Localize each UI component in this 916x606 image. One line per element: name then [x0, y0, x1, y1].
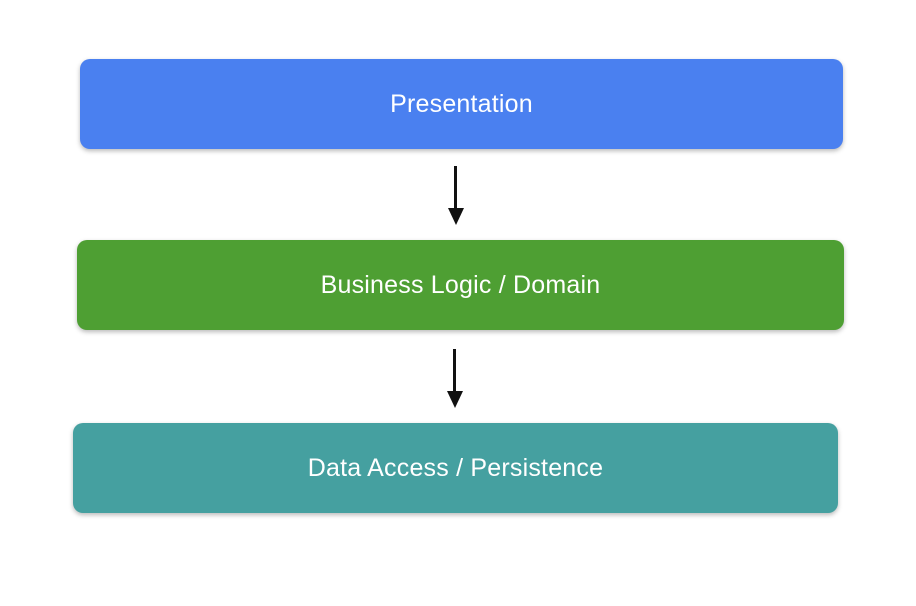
layer-label-presentation: Presentation [390, 89, 533, 118]
layer-box-data-access: Data Access / Persistence [73, 423, 838, 513]
arrow-shaft [453, 349, 456, 391]
layer-label-business-logic: Business Logic / Domain [320, 270, 601, 299]
layer-box-business-logic: Business Logic / Domain [77, 240, 844, 330]
layer-label-data-access: Data Access / Persistence [307, 453, 604, 482]
layer-box-presentation: Presentation [80, 59, 843, 149]
arrow-head [447, 208, 464, 225]
arrow-head [446, 391, 463, 408]
arrow-down-icon [446, 349, 463, 408]
arrow-down-icon [447, 166, 464, 225]
arrow-shaft [454, 166, 457, 208]
